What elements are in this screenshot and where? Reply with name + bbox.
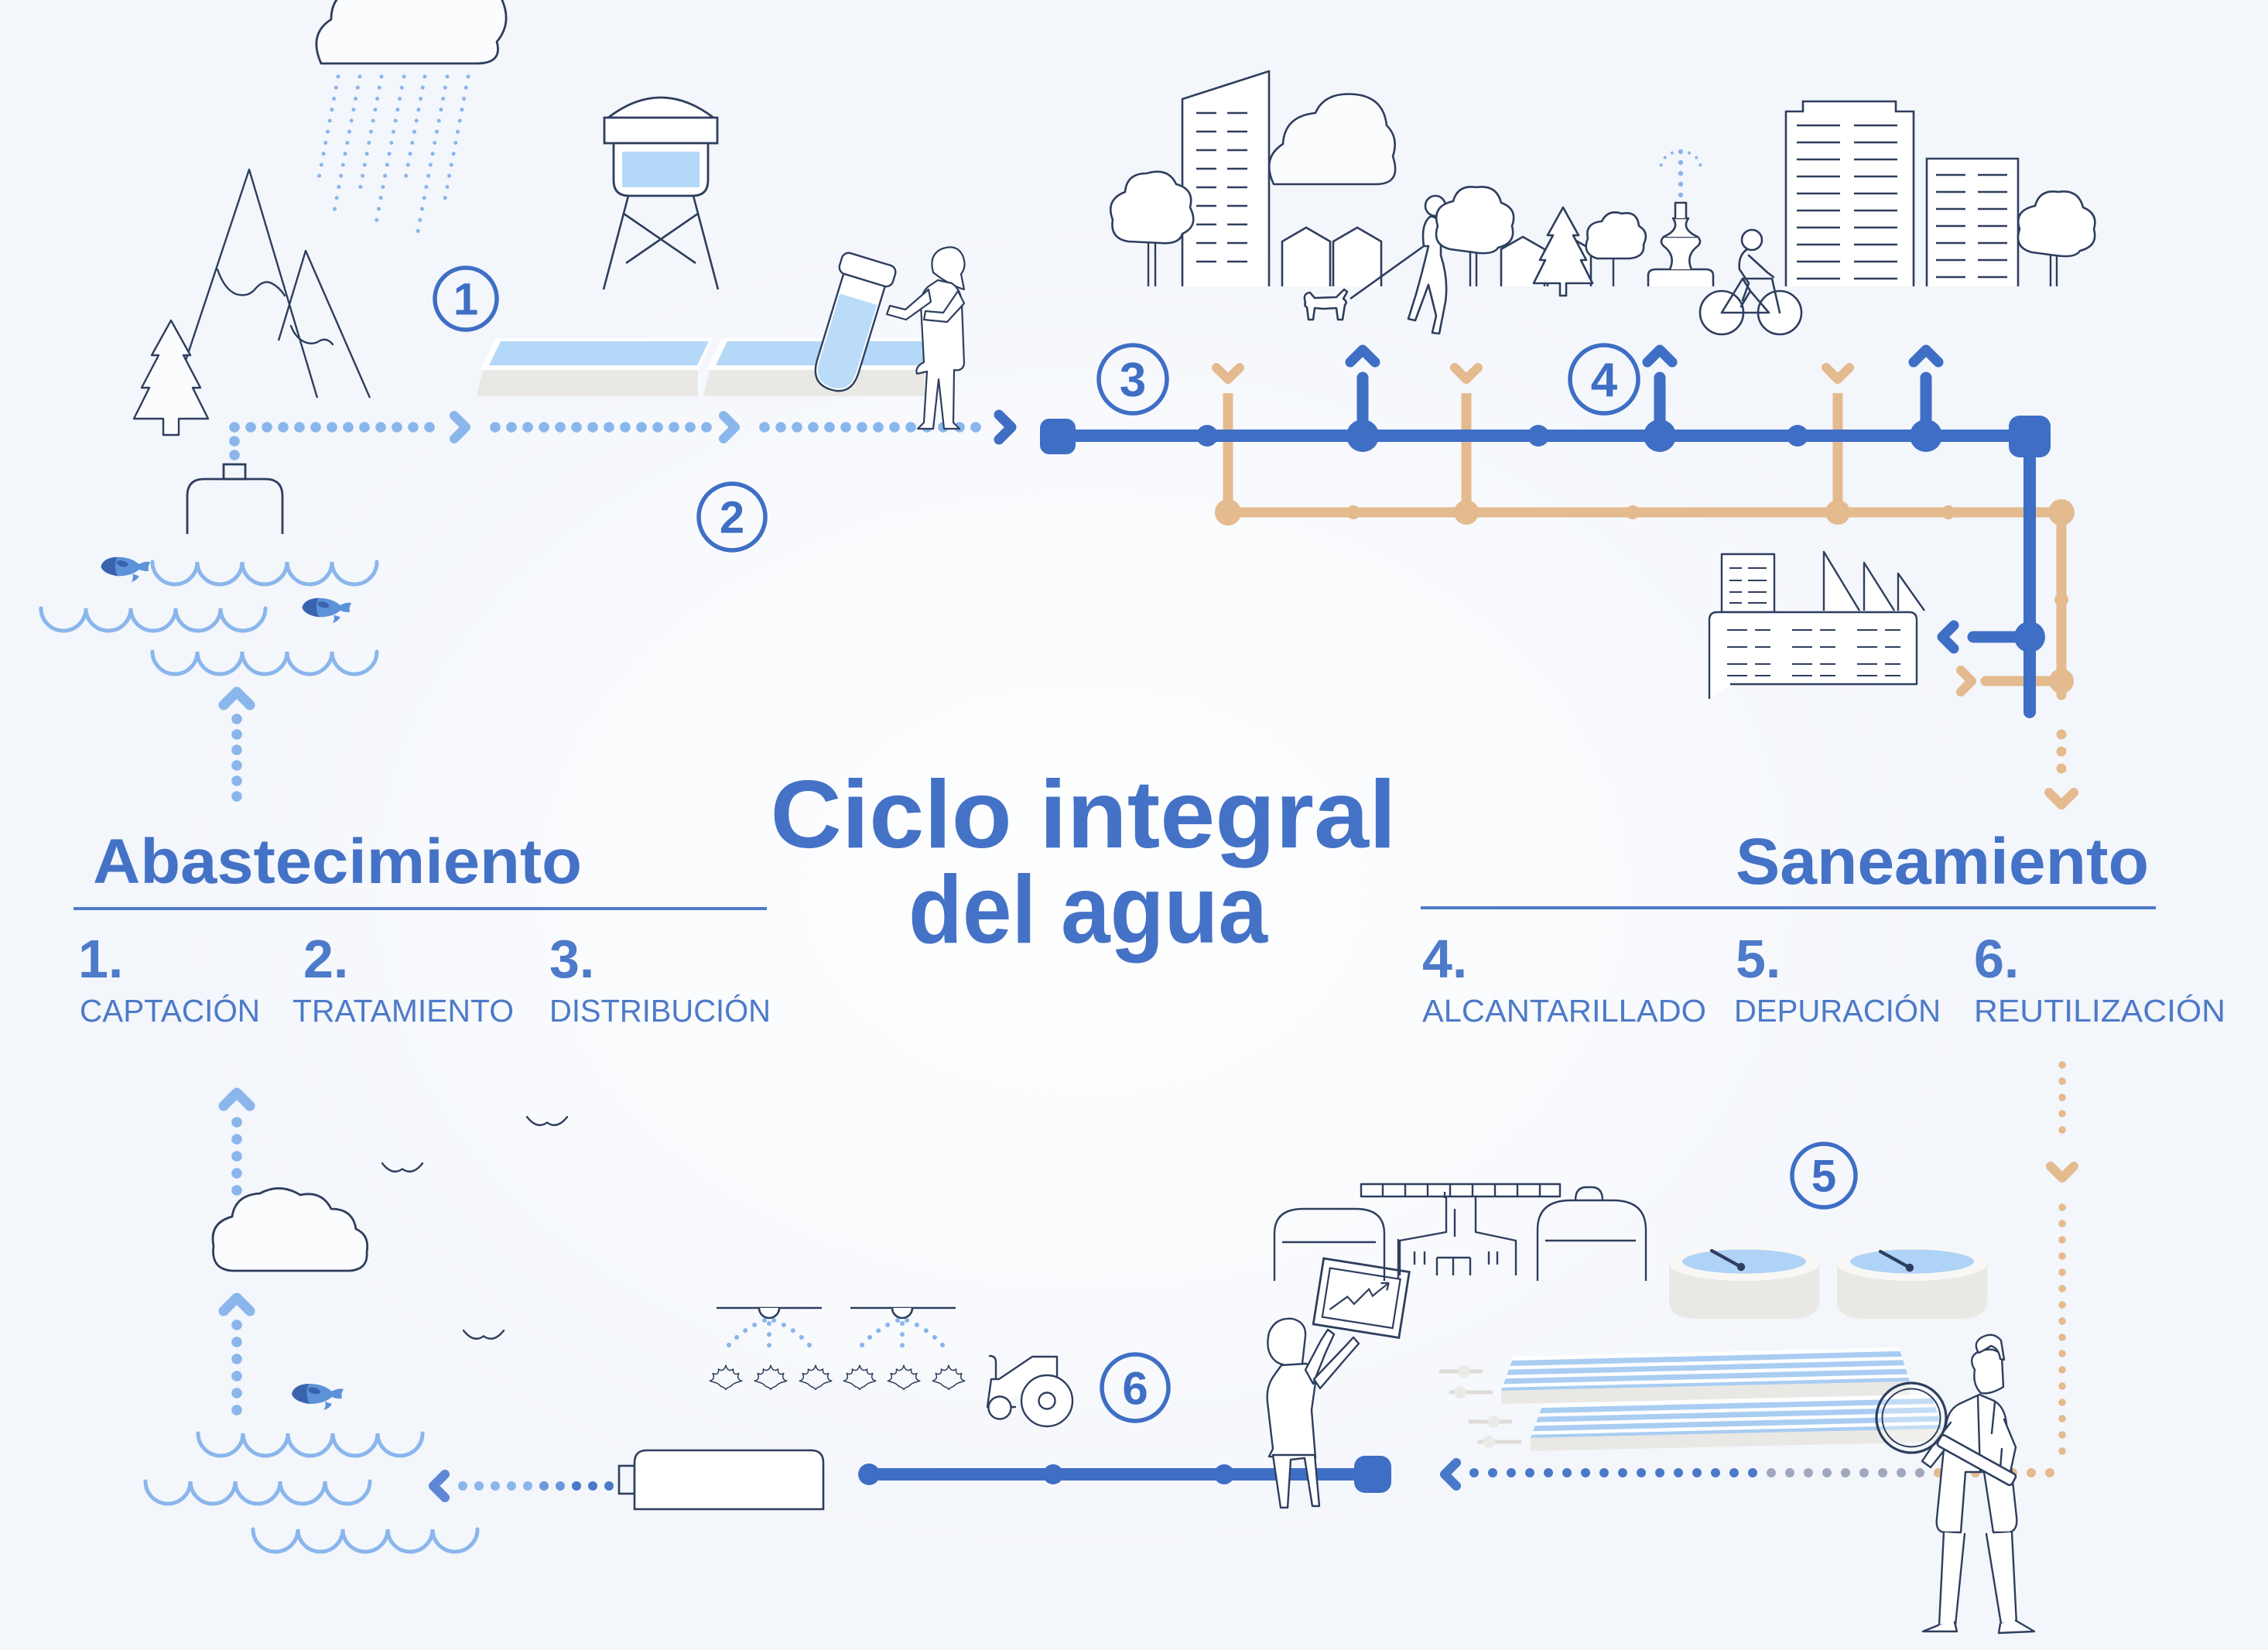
svg-text:DEPURACIÓN: DEPURACIÓN [1734,993,1941,1029]
svg-text:REUTILIZACIÓN: REUTILIZACIÓN [1974,993,2225,1029]
svg-text:2: 2 [720,493,744,543]
svg-text:6: 6 [1122,1362,1148,1414]
svg-text:3.: 3. [549,929,594,989]
svg-text:DISTRIBUCIÓN: DISTRIBUCIÓN [549,993,771,1029]
svg-text:5: 5 [1811,1152,1836,1202]
svg-text:6.: 6. [1974,929,2019,989]
svg-text:Ciclo integral: Ciclo integral [771,762,1397,868]
svg-text:del agua: del agua [908,857,1268,964]
svg-text:TRATAMIENTO: TRATAMIENTO [292,993,514,1029]
svg-text:Abastecimiento: Abastecimiento [93,827,582,897]
svg-text:4.: 4. [1422,929,1467,989]
svg-text:Saneamiento: Saneamiento [1736,825,2149,898]
svg-text:1.: 1. [78,929,123,989]
svg-text:1: 1 [453,275,478,325]
svg-text:2.: 2. [303,929,348,989]
svg-text:ALCANTARILLADO: ALCANTARILLADO [1422,993,1706,1029]
svg-text:3: 3 [1120,354,1146,407]
svg-text:5.: 5. [1736,929,1781,989]
svg-text:4: 4 [1591,354,1618,407]
svg-text:CAPTACIÓN: CAPTACIÓN [80,993,260,1029]
